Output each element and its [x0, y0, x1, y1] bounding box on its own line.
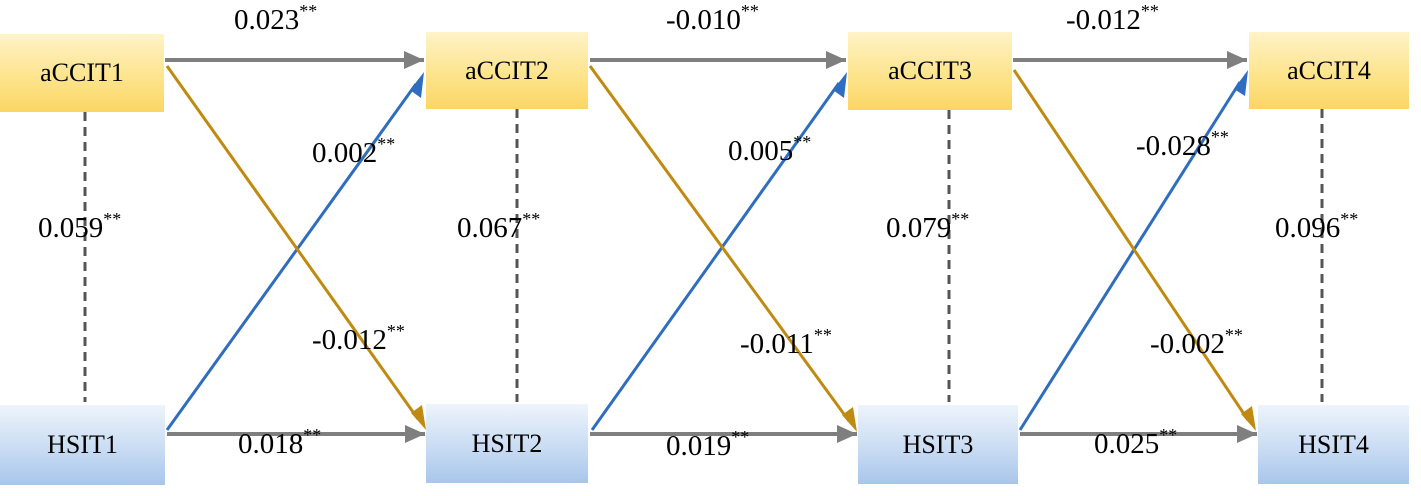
arrow-acc-to-hs-3-4 [1012, 69, 1250, 421]
arrowhead-hs-3-4 [1237, 425, 1257, 443]
label-hs-to-acc-1-2: 0.002** [312, 134, 396, 169]
label-corr-1: 0.059** [38, 209, 122, 244]
node-accit2-label: aCCIT2 [465, 55, 549, 85]
label-acc-to-hs-2-3: -0.011** [740, 325, 832, 360]
node-accit4-label: aCCIT4 [1287, 55, 1371, 85]
node-hsit3: HSIT3 [858, 405, 1018, 484]
arrowhead-acc-2-3 [826, 51, 846, 69]
arrowhead-hs-1-2 [405, 425, 425, 443]
node-hsit1: HSIT1 [0, 405, 165, 485]
label-hs-3-4: 0.025** [1094, 425, 1178, 460]
node-accit4: aCCIT4 [1249, 32, 1409, 109]
node-hsit3-label: HSIT3 [902, 429, 974, 459]
arrowhead-acc-1-2 [404, 51, 424, 69]
label-acc-1-2: 0.023** [234, 1, 318, 36]
arrow-hs-to-acc-1-2 [165, 83, 418, 431]
arrow-hs-to-acc-3-4 [1018, 81, 1242, 431]
arrowhead-hs-to-acc-2-3 [833, 72, 847, 98]
label-hs-to-acc-3-4: -0.028** [1136, 127, 1229, 162]
arrow-hs-to-acc-2-3 [590, 82, 841, 431]
arrow-acc-to-hs-2-3 [588, 65, 851, 422]
arrowhead-acc-to-hs-2-3 [842, 407, 857, 432]
label-acc-to-hs-1-2: -0.012** [312, 321, 405, 356]
arrow-acc-to-hs-1-2 [165, 65, 420, 420]
label-hs-1-2: 0.018** [238, 425, 322, 460]
label-corr-3: 0.079** [886, 209, 970, 244]
label-hs-2-3: 0.019** [666, 427, 750, 462]
label-acc-2-3: -0.010** [666, 1, 759, 36]
label-corr-4: 0.096** [1275, 209, 1359, 244]
label-corr-2: 0.067** [457, 209, 541, 244]
label-hs-to-acc-2-3: 0.005** [728, 132, 812, 167]
arrowhead-hs-2-3 [837, 425, 857, 443]
node-accit3: aCCIT3 [848, 32, 1012, 110]
node-accit1: aCCIT1 [0, 34, 164, 112]
label-acc-to-hs-3-4: -0.002** [1150, 325, 1243, 360]
arrowhead-hs-to-acc-3-4 [1234, 70, 1248, 96]
node-hsit4: HSIT4 [1258, 405, 1409, 484]
arrowhead-acc-to-hs-3-4 [1241, 406, 1256, 431]
node-accit2: aCCIT2 [426, 32, 588, 109]
arrowhead-acc-3-4 [1227, 51, 1247, 69]
node-accit1-label: aCCIT1 [40, 58, 124, 87]
node-hsit2: HSIT2 [426, 404, 588, 483]
node-hsit2-label: HSIT2 [471, 428, 543, 458]
arrowhead-acc-to-hs-1-2 [411, 405, 426, 430]
label-acc-3-4: -0.012** [1066, 1, 1159, 36]
node-accit3-label: aCCIT3 [888, 56, 972, 85]
arrowhead-hs-to-acc-1-2 [410, 72, 424, 98]
node-hsit1-label: HSIT1 [47, 430, 118, 459]
node-hsit4-label: HSIT4 [1298, 429, 1369, 459]
